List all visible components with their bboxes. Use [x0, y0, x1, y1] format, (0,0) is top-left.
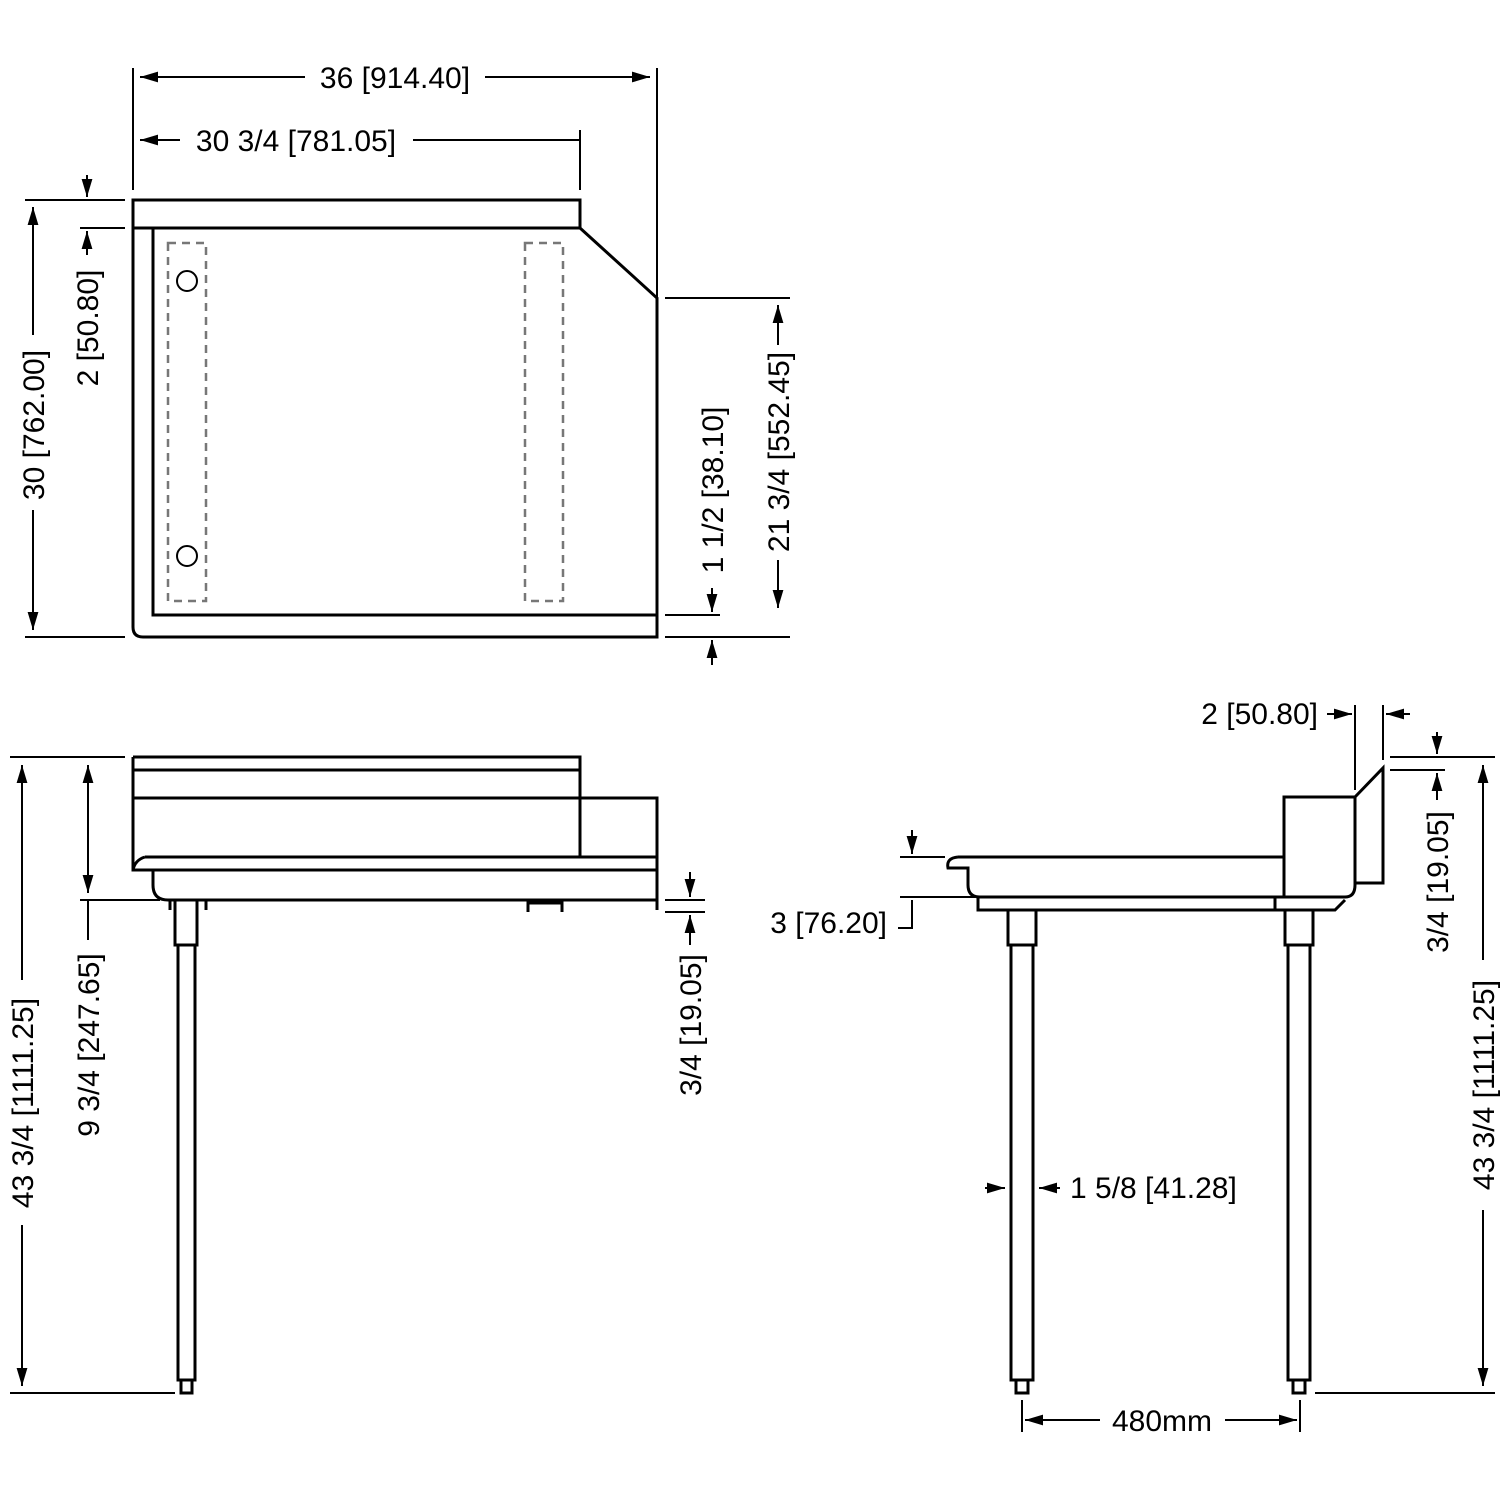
dim-side-overall-height: 43 3/4 [1111.25]: [1468, 980, 1500, 1190]
top-view: 36 [914.40] 30 3/4 [781.05] 30 [762.00] …: [18, 62, 796, 665]
dim-tray-depth: 21 3/4 [552.45]: [763, 352, 796, 552]
leg: [168, 900, 208, 1395]
dim-splash-top: 3/4 [19.05]: [1422, 811, 1455, 953]
hidden-leg-rail-right: [523, 241, 565, 603]
dim-overall-height: 43 3/4 [1111.25]: [7, 998, 40, 1208]
front-view: 43 3/4 [1111.25] 9 3/4 [247.65] 3/4 [19.…: [7, 757, 708, 1393]
dim-backsplash-depth: 2 [50.80]: [72, 270, 105, 387]
leg: [1283, 910, 1315, 1395]
dim-frame-height: 3/4 [19.05]: [675, 954, 708, 1096]
dim-leg-diameter: 1 5/8 [41.28]: [1070, 1172, 1237, 1205]
top-backsplash: [131, 198, 582, 230]
dim-splash-offset: 2 [50.80]: [1201, 698, 1318, 731]
leg-circle-icon: [176, 545, 198, 567]
dim-leg-spacing: 480mm: [1112, 1405, 1212, 1438]
leg: [1006, 910, 1038, 1395]
top-outline: [131, 226, 659, 639]
dim-top-height: 9 3/4 [247.65]: [73, 953, 106, 1137]
dim-top-width: 30 3/4 [781.05]: [196, 125, 396, 158]
side-view: 2 [50.80] 3/4 [19.05] 43 3/4 [1111.25] 3…: [770, 698, 1500, 1438]
top-inner: [151, 228, 657, 617]
dim-overall-depth: 30 [762.00]: [18, 350, 51, 500]
dim-bowl-depth: 3 [76.20]: [770, 907, 887, 940]
dim-overall-width: 36 [914.40]: [320, 62, 470, 95]
dim-front-lip: 1 1/2 [38.10]: [697, 407, 730, 574]
leg-circle-icon: [176, 270, 198, 292]
hidden-leg-rail-left: [166, 241, 208, 603]
